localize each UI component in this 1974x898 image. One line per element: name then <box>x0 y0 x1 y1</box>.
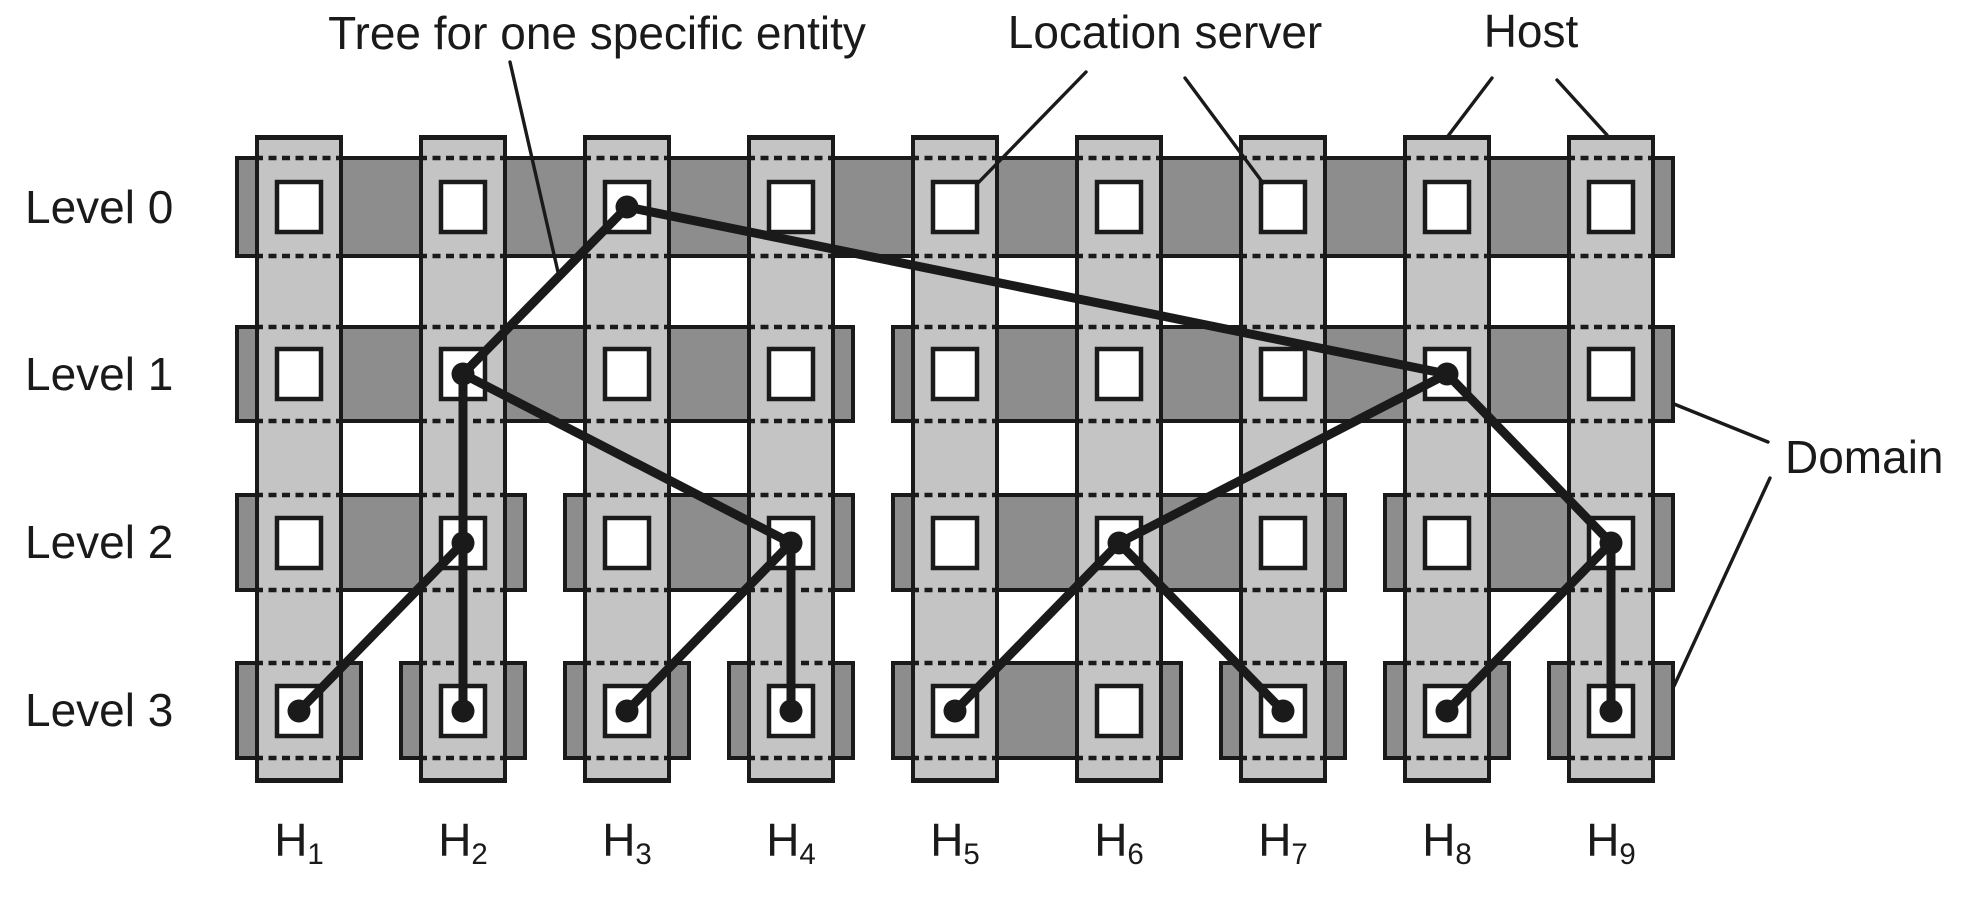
host-label-h2: H2 <box>438 814 488 872</box>
tree-node-dot-h6-level2 <box>1107 531 1131 555</box>
location-server-box-h1-level0 <box>274 179 324 235</box>
host-column-h1 <box>257 135 341 783</box>
host-column-h6 <box>1077 135 1161 783</box>
location-server-box-h6-level3 <box>1094 683 1144 739</box>
annotation-location-server-label: Location server <box>1007 6 1323 58</box>
tree-node-dot-h3-level0 <box>615 195 639 219</box>
location-server-box-h6-level0 <box>1094 179 1144 235</box>
location-server-pointer-line-2 <box>1183 76 1265 185</box>
location-server-pointer-line-1 <box>975 70 1088 186</box>
tree-edge-h6l2-h5l3 <box>950 538 1124 716</box>
tree-edge-h9l2-h8l3 <box>1442 538 1616 716</box>
location-server-box-h1-level2 <box>274 515 324 571</box>
level-0-label: Level 0 <box>25 181 174 233</box>
host-column-h5 <box>913 135 997 783</box>
tree-node-dot-h9-level3 <box>1599 699 1623 723</box>
tree-node-dot-h2-level2 <box>451 531 475 555</box>
location-server-box-h4-level1 <box>766 346 816 402</box>
host-pointer-line-2 <box>1555 78 1609 137</box>
tree-edge-h4l2-h3l3 <box>622 538 796 716</box>
location-server-box-h9-level1 <box>1586 346 1636 402</box>
level-1-label: Level 1 <box>25 348 174 400</box>
location-server-box-h9-level0 <box>1586 179 1636 235</box>
tree-edge-h6l2-h7l3 <box>1114 538 1288 716</box>
host-label-h5: H5 <box>930 814 980 872</box>
tree-node-dot-h4-level3 <box>779 699 803 723</box>
location-server-box-h5-level2 <box>930 515 980 571</box>
tree-pointer-line <box>508 60 560 274</box>
location-server-box-h5-level0 <box>930 179 980 235</box>
location-server-box-h1-level1 <box>274 346 324 402</box>
host-label-h3: H3 <box>602 814 652 872</box>
tree-node-dot-h2-level3 <box>451 699 475 723</box>
location-server-box-h4-level0 <box>766 179 816 235</box>
level-3-label: Level 3 <box>25 684 174 736</box>
location-server-box-h7-level1 <box>1258 346 1308 402</box>
host-pointer-line-1 <box>1446 76 1494 138</box>
domain-pointer-line-1 <box>1672 402 1770 444</box>
tree-node-dot-h5-level3 <box>943 699 967 723</box>
location-server-box-h2-level0 <box>438 179 488 235</box>
domain-pointer-line-2 <box>1672 476 1772 688</box>
location-server-box-h7-level0 <box>1258 179 1308 235</box>
tree-node-dot-h2-level1 <box>451 362 475 386</box>
location-server-box-h3-level1 <box>602 346 652 402</box>
host-label-h4: H4 <box>766 814 816 872</box>
tree-node-dot-h1-level3 <box>287 699 311 723</box>
location-server-box-h6-level1 <box>1094 346 1144 402</box>
tree-node-dot-h4-level2 <box>779 531 803 555</box>
tree-edge-h8l1-h9l2 <box>1442 369 1616 548</box>
host-label-h9: H9 <box>1586 814 1636 872</box>
location-server-box-h3-level2 <box>602 515 652 571</box>
tree-node-dot-h9-level2 <box>1599 531 1623 555</box>
host-label-h7: H7 <box>1258 814 1308 872</box>
location-server-box-h8-level2 <box>1422 515 1472 571</box>
tree-node-dot-h7-level3 <box>1271 699 1295 723</box>
tree-edge-h3l0-h2l1 <box>458 202 632 379</box>
location-server-box-h8-level0 <box>1422 179 1472 235</box>
tree-node-dot-h8-level3 <box>1435 699 1459 723</box>
annotation-tree-label: Tree for one specific entity <box>328 7 866 59</box>
host-label-h6: H6 <box>1094 814 1144 872</box>
host-label-h1: H1 <box>274 814 324 872</box>
tree-node-dot-h8-level1 <box>1435 362 1459 386</box>
host-column-h8 <box>1405 135 1489 783</box>
location-server-box-h7-level2 <box>1258 515 1308 571</box>
annotation-host-label: Host <box>1483 5 1579 57</box>
host-label-h8: H8 <box>1422 814 1472 872</box>
tree-node-dot-h3-level3 <box>615 699 639 723</box>
location-server-box-h5-level1 <box>930 346 980 402</box>
level-2-label: Level 2 <box>25 516 174 568</box>
tree-edge-h8l1-h6l2 <box>1114 369 1452 548</box>
tree-edge-h2l1-h4l2 <box>458 369 796 548</box>
annotation-domain-label: Domain <box>1785 431 1944 483</box>
tree-edge-h3l0-h8l1 <box>622 202 1452 379</box>
tree-edge-h2l2-h1l3 <box>294 538 468 716</box>
